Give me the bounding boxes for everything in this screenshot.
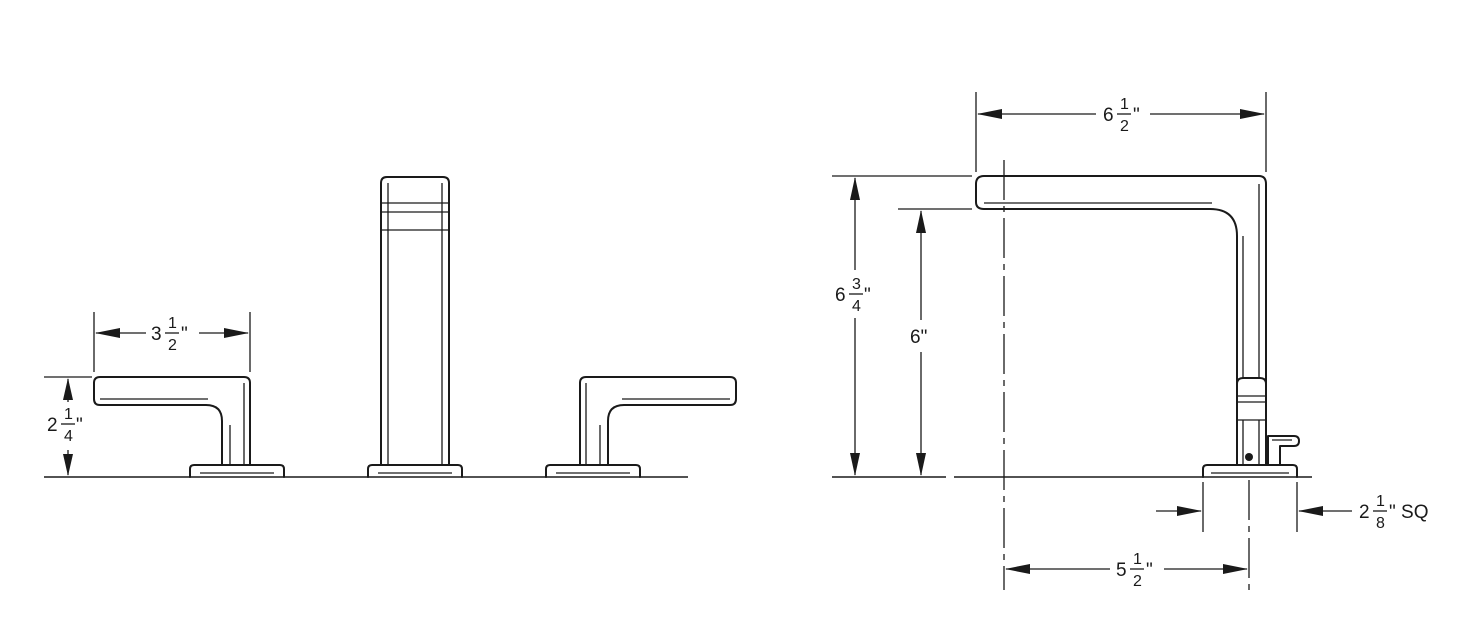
dim-handle-length-den: 2	[168, 337, 177, 354]
center-spout-front	[367, 176, 463, 478]
dim-centerline-reach: 5 1 2 "	[1005, 551, 1248, 590]
dim-centerline-reach-whole: 5	[1116, 560, 1127, 581]
dim-handle-height-num: 1	[64, 406, 73, 423]
side-escutcheon	[1202, 464, 1298, 478]
right-handle-escutcheon	[545, 464, 641, 478]
dim-spout-reach: 6 1 2 "	[975, 92, 1267, 172]
dim-overall-height-whole: 6	[835, 285, 846, 306]
left-handle	[93, 376, 285, 478]
dim-handle-length-whole: 3	[151, 324, 162, 345]
dim-base-size-num: 1	[1376, 493, 1385, 510]
side-view: 6 1 2 " 6 3 4 " 6"	[832, 92, 1428, 592]
dim-overall-height-den: 4	[852, 298, 861, 315]
dim-centerline-reach-den: 2	[1133, 573, 1142, 590]
dim-handle-length-unit: "	[181, 324, 188, 345]
dim-base-size: 2 1 8 " SQ	[1156, 482, 1428, 532]
dim-centerline-reach-unit: "	[1146, 560, 1153, 581]
dim-handle-length-num: 1	[168, 315, 177, 332]
dim-handle-height-unit: "	[76, 415, 83, 436]
dim-spout-height-label: 6"	[910, 327, 927, 348]
dim-spout-reach-whole: 6	[1103, 105, 1114, 126]
dim-base-size-whole: 2	[1359, 502, 1370, 523]
front-view: 3 1 2 " 2 1 4 "	[44, 176, 737, 478]
spout-side-profile	[975, 175, 1300, 478]
left-handle-escutcheon	[189, 464, 285, 478]
spout-escutcheon	[367, 464, 463, 478]
dim-spout-reach-den: 2	[1120, 118, 1129, 135]
right-handle	[545, 376, 737, 478]
dim-spout-height: 6"	[898, 208, 972, 476]
aerator-dot	[1245, 453, 1253, 461]
dim-overall-height: 6 3 4 "	[832, 175, 972, 476]
dim-handle-height: 2 1 4 "	[44, 376, 92, 476]
dim-base-size-unit: " SQ	[1389, 502, 1428, 523]
dim-spout-reach-num: 1	[1120, 96, 1129, 113]
dim-overall-height-unit: "	[864, 285, 871, 306]
dim-base-size-den: 8	[1376, 515, 1385, 532]
dim-spout-reach-unit: "	[1133, 105, 1140, 126]
dim-overall-height-num: 3	[852, 276, 861, 293]
dim-handle-length: 3 1 2 "	[93, 312, 251, 372]
popup-lever	[1267, 435, 1300, 466]
dim-handle-height-whole: 2	[47, 415, 58, 436]
dim-centerline-reach-num: 1	[1133, 551, 1142, 568]
dim-handle-height-den: 4	[64, 428, 73, 445]
